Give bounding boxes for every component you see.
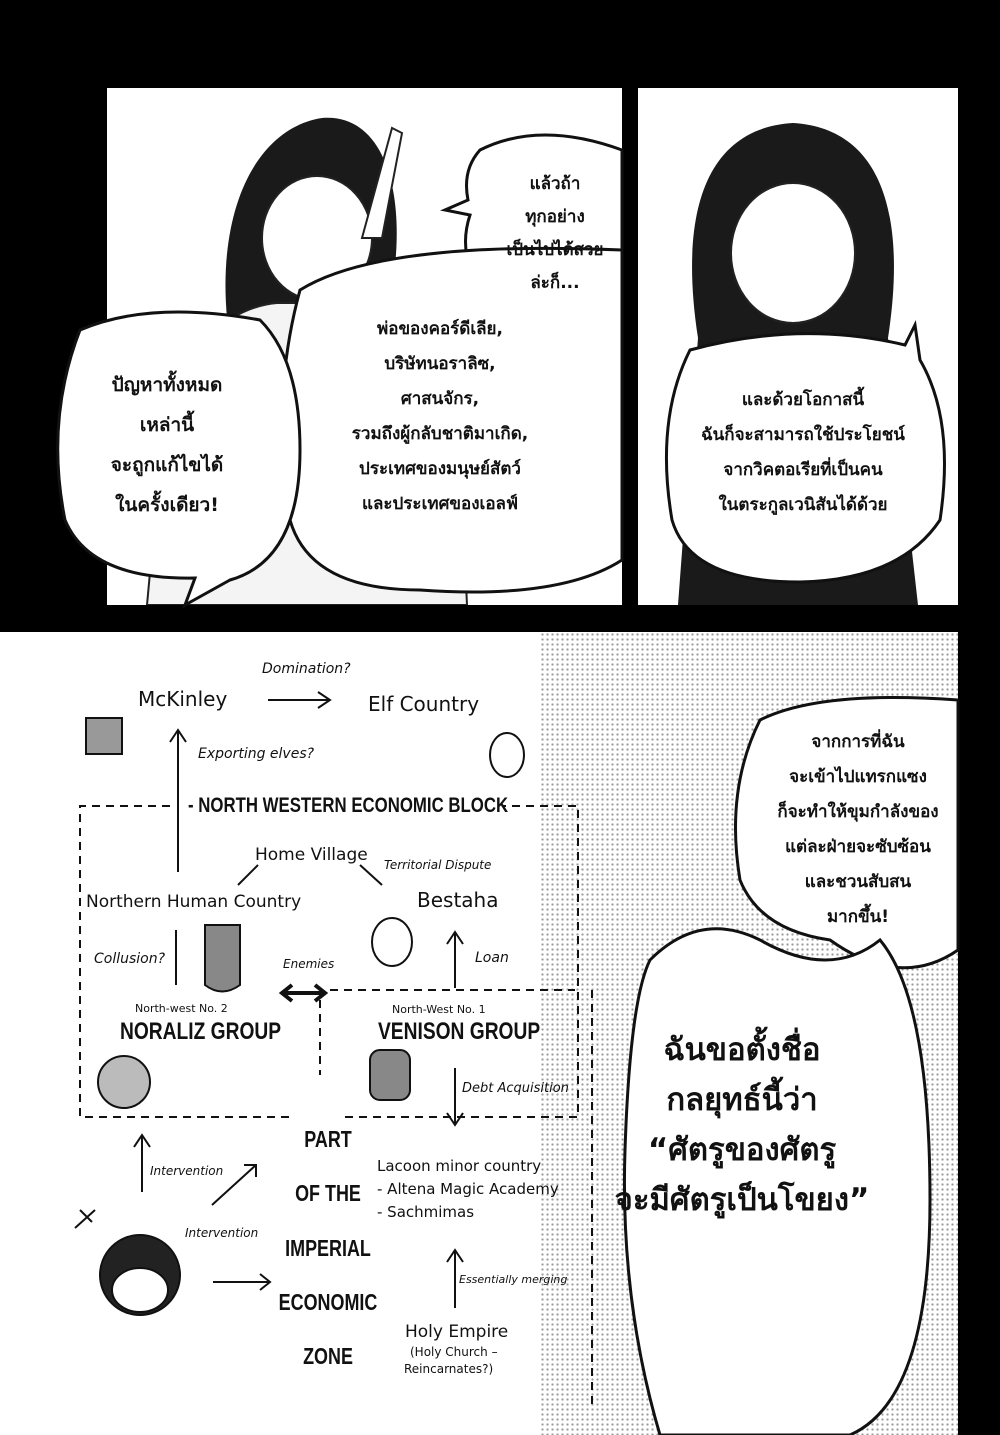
protagonist-chibi-icon xyxy=(74,1209,181,1316)
zone-line: IMPERIAL xyxy=(285,1235,371,1261)
node-altena: - Altena Magic Academy xyxy=(377,1180,559,1198)
node-elf-country: Elf Country xyxy=(368,692,480,716)
bubble-line: พ่อของคอร์ดีเลีย, xyxy=(377,319,503,339)
line-home-bestaha xyxy=(359,864,383,886)
bubble-line: กลยุทธ์นี้ว่า xyxy=(666,1082,818,1118)
bubble-line: ปัญหาทั้งหมด xyxy=(111,374,223,396)
speech-bubble-if-everything: แล้วถ้า ทุกอย่าง เป็นไปได้สวย ล่ะก็... xyxy=(506,168,603,300)
bubble-line: ในตระกูลเวนิสันได้ด้วย xyxy=(718,495,888,515)
node-venison-group: VENISON GROUP xyxy=(378,1018,541,1045)
node-sachmimas: - Sachmimas xyxy=(377,1203,475,1221)
bubble-line: รวมถึงผู้กลับชาติมาเกิด, xyxy=(351,424,529,444)
bubble-shape-c xyxy=(56,310,302,609)
bubble-line: ในครั้งเดียว! xyxy=(115,494,219,516)
node-home-village: Home Village xyxy=(255,845,368,865)
bubble-line: บริษัทนอราลิซ, xyxy=(384,354,496,374)
zone-line: ECONOMIC xyxy=(278,1289,378,1315)
venison-subtitle: North-West No. 1 xyxy=(392,1003,486,1016)
noraliz-leader-icon xyxy=(97,1055,151,1109)
bubble-line: จะเข้าไปแทรกแซง xyxy=(789,767,927,787)
bestaha-king-icon xyxy=(371,917,413,967)
node-bestaha: Bestaha xyxy=(417,888,499,912)
speech-bubble-strategy-name: ฉันขอตั้งชื่อ กลยุทธ์นี้ว่า “ศัตรูของศัต… xyxy=(615,1025,870,1225)
bubble-line: “ศัตรูของศัตรู xyxy=(647,1132,837,1168)
elf-queen-icon xyxy=(489,732,525,778)
heading-north-western-economic-block: - NORTH WESTERN ECONOMIC BLOCK xyxy=(188,794,509,817)
bubble-shape-f xyxy=(622,927,932,1435)
noraliz-subtitle: North-west No. 2 xyxy=(135,1002,228,1015)
node-noraliz-group: NORALIZ GROUP xyxy=(120,1018,282,1045)
bubble-shape-e xyxy=(734,696,960,970)
mystery-figure-icon xyxy=(204,924,241,993)
bubble-line: และประเทศของเอลฟ์ xyxy=(362,494,518,514)
node-lacoon: Lacoon minor country xyxy=(377,1157,542,1175)
bubble-line: แต่ละฝ่ายจะซับซ้อน xyxy=(785,837,931,857)
speech-bubble-victoria: และด้วยโอกาสนี้ ฉันก็จะสามารถใช้ประโยชน์… xyxy=(701,383,905,523)
bubble-line: และด้วยโอกาสนี้ xyxy=(741,390,865,410)
label-territorial-dispute: Territorial Dispute xyxy=(384,858,492,872)
bubble-line: ก็จะทำให้ขุมกำลังของ xyxy=(777,802,939,822)
bubble-line: มากขึ้น! xyxy=(826,907,890,927)
line-home-northern xyxy=(237,864,259,886)
arrow-intervention-up xyxy=(133,1133,151,1192)
bubble-line: ทุกอย่าง xyxy=(525,207,585,227)
bubble-line: ฉันขอตั้งชื่อ xyxy=(663,1032,821,1068)
bubble-line: จากการที่ฉัน xyxy=(811,732,905,752)
arrow-exporting-elves xyxy=(169,728,187,872)
label-intervention-2: Intervention xyxy=(185,1226,259,1240)
bubble-line: จะมีศัตรูเป็นโขยง” xyxy=(614,1182,870,1218)
speech-bubble-solved-at-once: ปัญหาทั้งหมด เหล่านี้ จะถูกแก้ไขได้ ในคร… xyxy=(111,365,224,525)
arrow-loan xyxy=(446,930,464,988)
page-gutter-right xyxy=(958,632,1000,1435)
speech-bubble-intervene: จากการที่ฉัน จะเข้าไปแทรกแซง ก็จะทำให้ขุ… xyxy=(777,725,938,935)
bubble-line: จะถูกแก้ไขได้ xyxy=(110,454,224,476)
holy-empire-subtitle-1: (Holy Church – xyxy=(410,1345,498,1359)
bubble-line: ศาสนจักร, xyxy=(400,389,480,409)
zone-line: PART xyxy=(304,1126,352,1152)
label-debt-acquisition: Debt Acquisition xyxy=(462,1081,569,1096)
bubble-line: เป็นไปได้สวย xyxy=(506,240,604,260)
arrow-debt-acquisition xyxy=(446,1068,464,1127)
bubble-line: และชวนสับสน xyxy=(804,872,912,892)
label-exporting-elves: Exporting elves? xyxy=(198,746,315,762)
label-essentially-merging: Essentially merging xyxy=(459,1273,568,1286)
character-face xyxy=(730,182,856,324)
speech-bubble-problems-list: พ่อของคอร์ดีเลีย, บริษัทนอราลิซ, ศาสนจัก… xyxy=(352,312,528,522)
zone-line: OF THE xyxy=(295,1180,361,1206)
venison-block-border xyxy=(319,989,593,1410)
bubble-line: ประเทศของมนุษย์สัตว์ xyxy=(359,459,521,479)
label-collusion: Collusion? xyxy=(94,951,166,967)
bubble-line: แล้วถ้า xyxy=(529,174,581,194)
bubble-line: ฉันก็จะสามารถใช้ประโยชน์ xyxy=(701,425,905,445)
node-holy-empire: Holy Empire xyxy=(405,1322,509,1342)
arrow-domination xyxy=(268,691,332,709)
bubble-shape-d xyxy=(664,320,946,584)
zone-line: ZONE xyxy=(303,1343,353,1369)
bubble-line: ล่ะก็... xyxy=(530,273,580,293)
arrow-essentially-merging xyxy=(446,1248,464,1308)
bubble-line: เหล่านี้ xyxy=(139,414,195,436)
node-northern-human-country: Northern Human Country xyxy=(86,892,302,912)
label-loan: Loan xyxy=(475,950,509,966)
mckinley-wolf-icon xyxy=(85,717,123,755)
node-mckinley: McKinley xyxy=(138,687,228,711)
venison-mystery-icon xyxy=(369,1049,411,1101)
holy-empire-subtitle-2: Reincarnates?) xyxy=(404,1362,494,1376)
bubble-line: จากวิคตอเรียที่เป็นคน xyxy=(723,460,883,480)
label-domination: Domination? xyxy=(262,661,351,677)
label-intervention-1: Intervention xyxy=(150,1164,224,1178)
label-enemies: Enemies xyxy=(283,957,335,971)
character-finger xyxy=(360,126,404,239)
arrow-intervention-diag xyxy=(211,1164,257,1206)
arrow-intervention-right xyxy=(213,1273,272,1291)
arrow-enemies xyxy=(278,983,329,1003)
